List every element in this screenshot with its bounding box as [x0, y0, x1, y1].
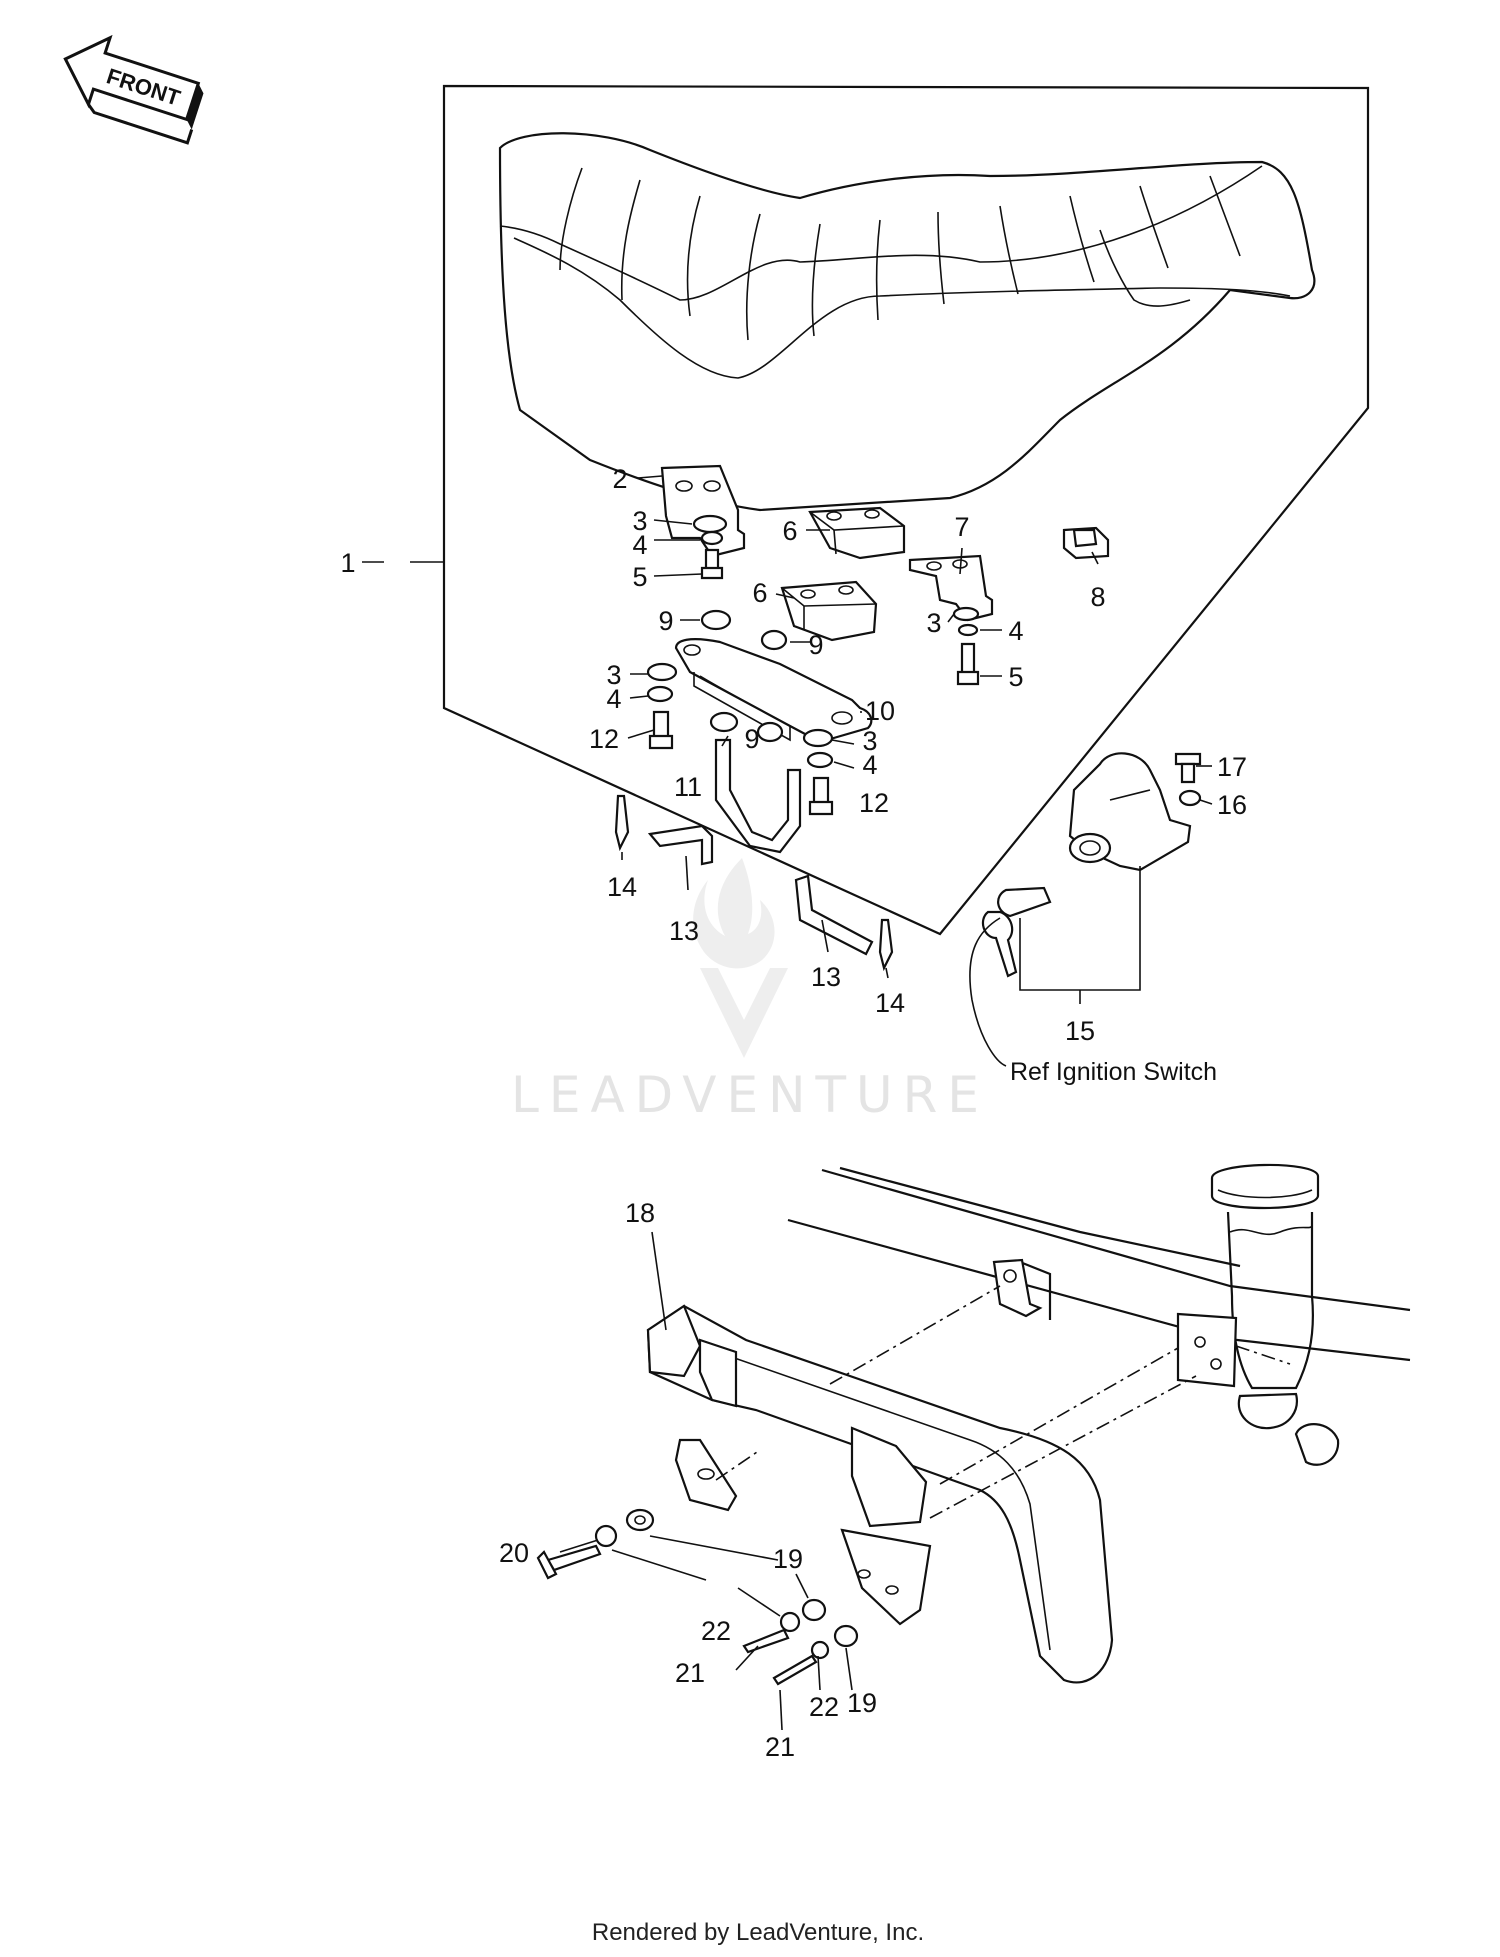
- watermark-flame-logo: [693, 858, 788, 1058]
- front-arrow: FRONT: [63, 34, 204, 145]
- callout-12-left: 12: [589, 724, 619, 754]
- footer-credit: Rendered by LeadVenture, Inc.: [592, 1919, 924, 1946]
- washer-16: [1178, 789, 1202, 807]
- callout-21-lower: 21: [765, 1732, 795, 1762]
- callout-labels: 1 2 3 4 5 6 7 8 6 9 9 3 4 5 3 4 10 12 9 …: [340, 464, 1247, 1762]
- callout-14-left: 14: [607, 872, 637, 902]
- callout-11: 11: [674, 772, 702, 802]
- seat-bracket-block-upper: [808, 506, 906, 560]
- callout-7: 7: [954, 512, 969, 542]
- seat-illustration: [498, 132, 1316, 512]
- bolt-17: [1174, 752, 1202, 784]
- ignition-switch-reference: Ref Ignition Switch: [1010, 1058, 1217, 1086]
- seat-bracket-block-lower: [780, 580, 878, 642]
- callout-9-lower: 9: [744, 724, 759, 754]
- cotter-pin-right: [878, 918, 894, 972]
- callout-9-upper: 9: [658, 606, 673, 636]
- keys: [981, 886, 1052, 978]
- callout-17: 17: [1217, 752, 1247, 782]
- callout-22-upper: 22: [701, 1616, 731, 1646]
- u-bolt: [709, 711, 802, 854]
- watermark-text: LEADVENTURE: [511, 1066, 989, 1124]
- front-hinge-bracket: [660, 464, 746, 580]
- callout-10: 10: [865, 696, 895, 726]
- callout-22-lower: 22: [809, 1692, 839, 1722]
- callout-1: 1: [340, 548, 355, 578]
- callout-16: 16: [1217, 790, 1247, 820]
- alignment-lines: [715, 1285, 1291, 1519]
- callout-3-rear: 3: [926, 608, 941, 638]
- frame-tabs: [992, 1258, 1238, 1388]
- cotter-pin-left: [614, 794, 630, 852]
- callout-3-right: 3: [862, 726, 877, 756]
- callout-6-lower: 6: [752, 578, 767, 608]
- watermark: LEADVENTURE: [511, 858, 989, 1124]
- hinge-pin-left: [647, 824, 714, 866]
- callout-13-right: 13: [811, 962, 841, 992]
- callout-6-upper: 6: [782, 516, 797, 546]
- shock-absorber: [1210, 1163, 1340, 1466]
- callout-8: 8: [1090, 582, 1105, 612]
- callout-3-left: 3: [606, 660, 621, 690]
- callout-4-right: 4: [862, 750, 877, 780]
- callout-15: 15: [1065, 1016, 1095, 1046]
- callout-2: 2: [612, 464, 627, 494]
- callout-12-right: 12: [859, 788, 889, 818]
- fastener-stack-left: [646, 662, 678, 750]
- callout-4-rear: 4: [1008, 616, 1023, 646]
- callout-14-right: 14: [875, 988, 905, 1018]
- lower-fasteners: [536, 1508, 859, 1686]
- seat-assembly-frame: [442, 84, 1370, 936]
- seat-lock-assembly: [1068, 752, 1192, 872]
- rear-hinge-bracket: [908, 554, 994, 686]
- nut-9-upper: [700, 609, 732, 631]
- callout-19-upper: 19: [773, 1544, 803, 1574]
- leader-lines: [362, 475, 1213, 1731]
- callout-5-rear: 5: [1008, 662, 1023, 692]
- callout-20: 20: [499, 1538, 529, 1568]
- callout-21-upper: 21: [675, 1658, 705, 1688]
- callout-19-lower: 19: [847, 1688, 877, 1718]
- fastener-stack-right: [802, 728, 834, 816]
- callout-18: 18: [625, 1198, 655, 1228]
- mounting-plate: [674, 638, 873, 744]
- grab-rail: [646, 1304, 1114, 1684]
- callout-3: 3: [632, 506, 647, 536]
- nut-9-middle: [760, 629, 788, 651]
- callout-13-left: 13: [669, 916, 699, 946]
- seat-bumper-rubber: [1062, 526, 1110, 560]
- callout-4: 4: [632, 530, 647, 560]
- callout-4-left: 4: [606, 684, 621, 714]
- hinge-pin-right: [794, 874, 874, 956]
- callout-9-middle: 9: [808, 630, 823, 660]
- callout-5: 5: [632, 562, 647, 592]
